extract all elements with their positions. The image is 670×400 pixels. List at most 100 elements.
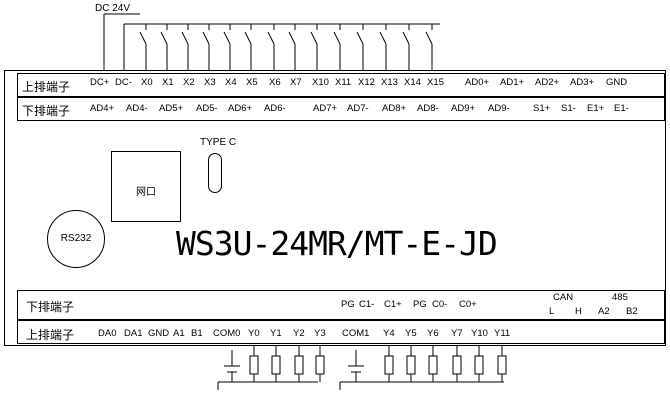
com1-supply: [339, 350, 504, 390]
terminal-y5: Y5: [405, 328, 417, 339]
terminal-y4: Y4: [383, 328, 395, 339]
top-row2-title: 下排端子: [22, 104, 71, 118]
terminal-y2: Y2: [293, 328, 305, 339]
terminal-x11: X11: [335, 77, 352, 88]
model-name: WS3U-24MR/MT-E-JD: [176, 224, 498, 263]
terminal-b1: B1: [191, 328, 203, 339]
input-switch: [181, 24, 189, 70]
terminal-x13: X13: [381, 77, 398, 88]
terminal-c1-plus: C1+: [384, 299, 402, 310]
terminal-x15: X15: [427, 77, 444, 88]
network-port: 网口: [111, 151, 181, 222]
terminal-com0: COM0: [213, 328, 241, 339]
top-terminal-row-1: 上排端子: [17, 73, 665, 97]
typec-label: TYPE C: [200, 137, 237, 148]
terminal-y10: Y10: [471, 328, 488, 339]
input-switch: [333, 24, 341, 70]
terminal-c1-minus: C1-: [359, 299, 375, 310]
terminal-ad3-plus: AD3+: [570, 77, 595, 88]
dc-24v-label: DC 24V: [95, 3, 131, 14]
terminal-y0: Y0: [248, 328, 260, 339]
terminal-ad4-minus: AD4-: [126, 103, 148, 114]
terminal-pg-1: PG: [341, 299, 355, 310]
terminal-x6: X6: [269, 77, 281, 88]
terminal-x12: X12: [358, 77, 375, 88]
plc-body: [4, 70, 666, 346]
terminal-ad0-plus: AD0+: [465, 77, 490, 88]
terminal-ad8-plus: AD8+: [382, 103, 407, 114]
terminal-ad7-plus: AD7+: [313, 103, 338, 114]
terminal-c0-plus: C0+: [459, 299, 477, 310]
terminal-ad9-plus: AD9+: [451, 103, 476, 114]
terminal-ad1-plus: AD1+: [500, 77, 525, 88]
terminal-can-h: H: [575, 306, 582, 317]
terminal-x2: X2: [183, 77, 195, 88]
terminal-c0-minus: C0-: [432, 299, 448, 310]
terminal-y11: Y11: [494, 328, 511, 339]
input-switch: [160, 24, 168, 70]
terminal-y3: Y3: [314, 328, 326, 339]
terminal-x10: X10: [312, 77, 329, 88]
rs485-label: 485: [612, 292, 628, 303]
terminal-a1: A1: [173, 328, 185, 339]
terminal-x7: X7: [290, 77, 302, 88]
terminal-y1: Y1: [270, 328, 282, 339]
terminal-x0: X0: [141, 77, 153, 88]
terminal-ad5-minus: AD5-: [196, 103, 218, 114]
top-row1-title: 上排端子: [22, 80, 71, 94]
com0-supply: [217, 350, 318, 390]
output-load: [271, 346, 281, 382]
terminal-b2: B2: [626, 306, 638, 317]
input-switch: [202, 24, 210, 70]
terminal-x3: X3: [204, 77, 216, 88]
terminal-ad6-minus: AD6-: [264, 103, 286, 114]
terminal-y6: Y6: [427, 328, 439, 339]
terminal-s1-minus: S1-: [561, 103, 576, 114]
input-switch: [288, 24, 296, 70]
terminal-dc-minus: DC-: [115, 77, 132, 88]
bottom-row1-title: 下排端子: [26, 300, 75, 314]
terminal-da1: DA1: [124, 328, 143, 339]
terminal-a2: A2: [598, 306, 610, 317]
can-label: CAN: [553, 292, 574, 303]
output-load: [428, 346, 438, 382]
terminal-dc-plus: DC+: [90, 77, 110, 88]
terminal-x1: X1: [162, 77, 174, 88]
output-load: [249, 346, 259, 382]
input-switch: [379, 24, 387, 70]
terminal-x5: X5: [246, 77, 258, 88]
terminal-ad5-plus: AD5+: [159, 103, 184, 114]
terminal-pg-2: PG: [413, 299, 427, 310]
input-switch: [425, 24, 433, 70]
input-switch: [223, 24, 231, 70]
bottom-row2-title: 上排端子: [26, 328, 75, 342]
output-load: [294, 346, 304, 382]
terminal-ad9-minus: AD9-: [488, 103, 510, 114]
top-terminal-row-2: 下排端子: [17, 97, 665, 121]
terminal-x4: X4: [225, 77, 237, 88]
rs232-port: RS232: [47, 210, 105, 268]
typec-port: [208, 153, 222, 193]
input-switch: [310, 24, 318, 70]
terminal-ad8-minus: AD8-: [417, 103, 439, 114]
output-load: [384, 346, 394, 382]
rs232-label: RS232: [60, 233, 92, 244]
output-load: [474, 346, 484, 382]
terminal-e1-plus: E1+: [587, 103, 605, 114]
terminal-x14: X14: [404, 77, 421, 88]
terminal-gnd: GND: [606, 77, 628, 88]
terminal-com1: COM1: [342, 328, 370, 339]
input-switch: [139, 24, 147, 70]
network-port-label: 网口: [136, 187, 156, 198]
terminal-ad4-plus: AD4+: [90, 103, 115, 114]
bottom-terminal-row-2: 上排端子: [17, 320, 665, 344]
terminal-can-l: L: [549, 306, 555, 317]
terminal-ad6-plus: AD6+: [228, 103, 253, 114]
output-load: [497, 346, 507, 382]
terminal-ad7-minus: AD7-: [347, 103, 369, 114]
terminal-da0: DA0: [98, 328, 117, 339]
input-switch: [267, 24, 275, 70]
input-switch: [244, 24, 252, 70]
terminal-e1-minus: E1-: [614, 103, 629, 114]
